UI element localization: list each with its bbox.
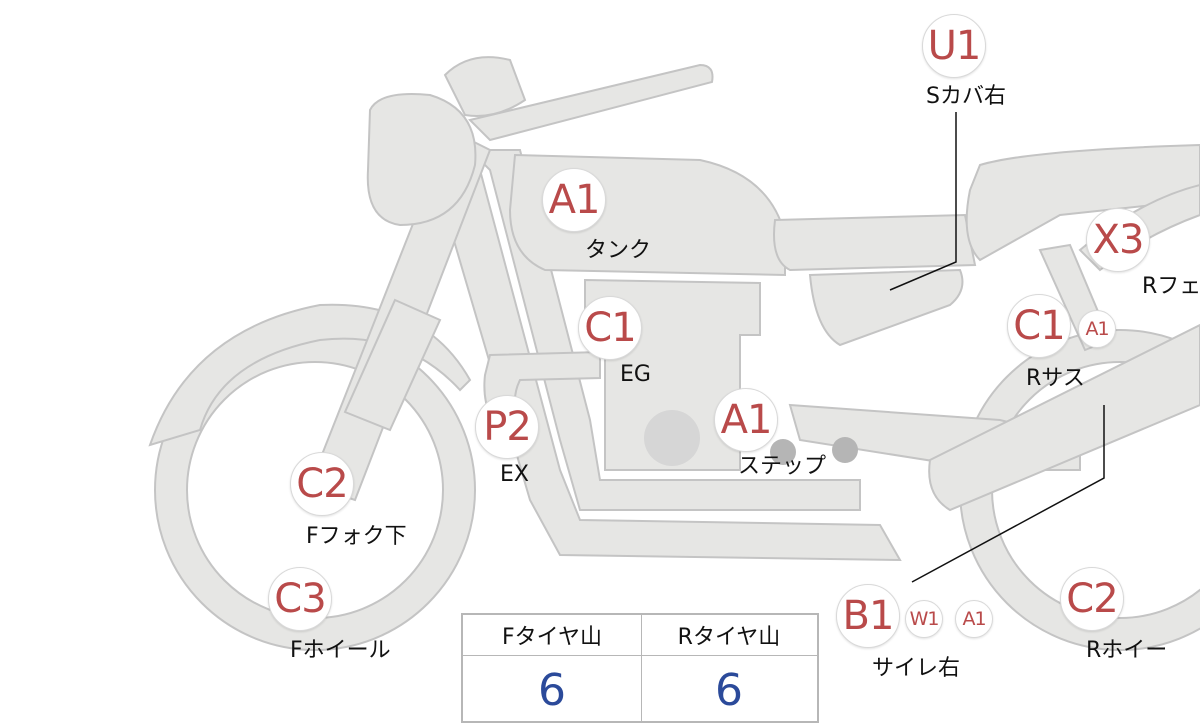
part-label: サイレ右	[872, 656, 961, 681]
part-code-badge: A1	[542, 168, 606, 232]
engine-case-cover	[644, 410, 700, 466]
part-label: Fフォク下	[306, 524, 407, 549]
part-label: EG	[620, 362, 651, 387]
part-label: EX	[500, 462, 529, 487]
front-tread-column: Fタイヤ山 6	[463, 615, 642, 721]
part-label: Rホイー	[1086, 638, 1168, 663]
fork-tube	[343, 298, 442, 432]
part-code-badge: C3	[268, 567, 332, 631]
part-code-badge: X3	[1086, 208, 1150, 272]
part-label: ステップ	[738, 454, 827, 479]
part-extra-code-badge: W1	[905, 600, 943, 638]
seat	[773, 213, 977, 272]
part-code-badge: U1	[922, 14, 986, 78]
handlebar	[468, 63, 714, 142]
mirror-stem	[443, 56, 527, 117]
part-code-badge: C2	[290, 452, 354, 516]
leader-line-silencer	[911, 405, 1105, 583]
part-label: Rフェ	[1142, 274, 1200, 299]
rear-tread-header: Rタイヤ山	[641, 615, 817, 656]
muffler	[928, 323, 1200, 512]
front-tread-header: Fタイヤ山	[463, 615, 641, 656]
part-label: Rサス	[1026, 366, 1085, 391]
part-code-badge: C1	[578, 296, 642, 360]
footrest-right	[832, 437, 858, 463]
part-code-badge: C2	[1060, 567, 1124, 631]
rear-tread-value: 6	[715, 664, 743, 716]
rear-tread-column: Rタイヤ山 6	[641, 615, 817, 721]
part-label: Fホイール	[290, 638, 391, 663]
part-code-badge: P2	[475, 395, 539, 459]
part-extra-code-badge: A1	[955, 600, 993, 638]
part-code-badge: C1	[1007, 294, 1071, 358]
part-label: タンク	[585, 238, 652, 263]
side-cover	[808, 268, 964, 347]
lower-frame	[438, 168, 902, 562]
part-label: Sカバ右	[926, 84, 1006, 109]
frame	[467, 149, 861, 511]
headlight	[366, 93, 477, 227]
part-code-badge: A1	[714, 388, 778, 452]
tire-tread-table: Fタイヤ山 6 Rタイヤ山 6	[461, 613, 819, 723]
leader-line-side-cover	[889, 112, 957, 291]
footrest-left	[770, 439, 796, 465]
front-tread-value: 6	[538, 664, 566, 716]
part-extra-code-badge: A1	[1078, 310, 1116, 348]
part-code-badge: B1	[836, 584, 900, 648]
